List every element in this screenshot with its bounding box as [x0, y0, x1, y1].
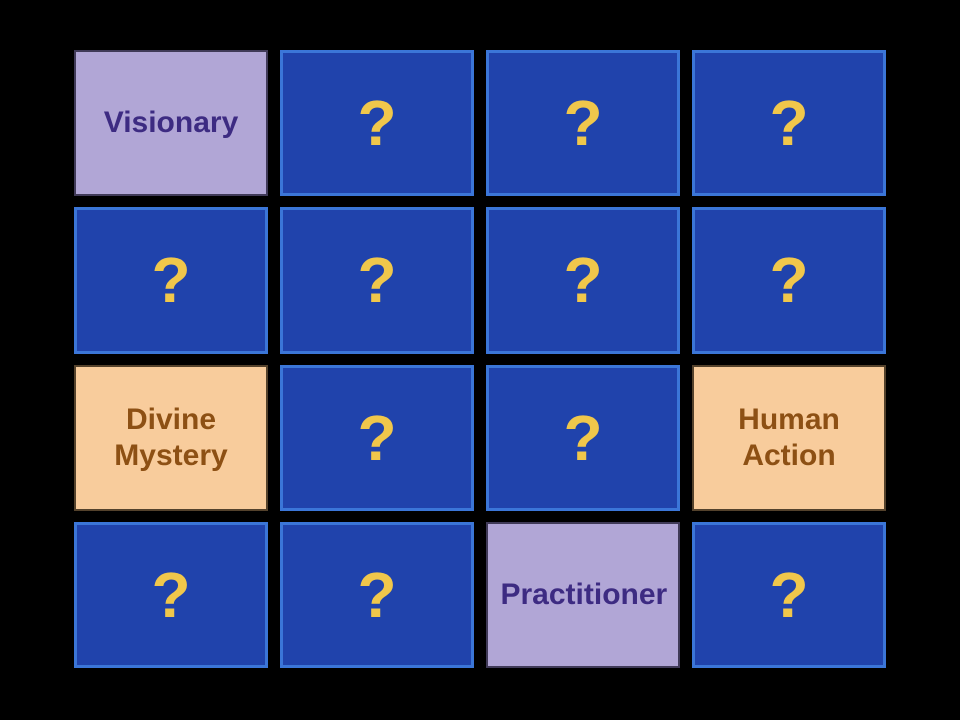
card-label: Human Action [738, 402, 840, 472]
card-r2c1-hidden[interactable]: ? [74, 207, 268, 354]
card-r4c4-hidden[interactable]: ? [692, 521, 886, 668]
card-r4c3-practitioner[interactable]: Practitioner [486, 521, 680, 668]
card-label: Divine Mystery [114, 402, 228, 472]
card-r2c4-hidden[interactable]: ? [692, 207, 886, 354]
card-r4c2-hidden[interactable]: ? [280, 521, 474, 668]
question-mark: ? [151, 558, 191, 631]
card-r3c3-hidden[interactable]: ? [486, 364, 680, 511]
question-mark: ? [769, 87, 809, 160]
question-mark: ? [769, 558, 809, 631]
question-mark: ? [563, 87, 603, 160]
card-r3c2-hidden[interactable]: ? [280, 364, 474, 511]
question-mark: ? [769, 244, 809, 317]
card-r4c1-hidden[interactable]: ? [74, 521, 268, 668]
card-r1c1-visionary[interactable]: Visionary [74, 50, 268, 197]
card-r3c1-divine-mystery[interactable]: Divine Mystery [74, 364, 268, 511]
card-r3c4-human-action[interactable]: Human Action [692, 364, 886, 511]
card-r1c3-hidden[interactable]: ? [486, 50, 680, 197]
card-r1c4-hidden[interactable]: ? [692, 50, 886, 197]
card-r2c2-hidden[interactable]: ? [280, 207, 474, 354]
card-r2c3-hidden[interactable]: ? [486, 207, 680, 354]
question-mark: ? [563, 244, 603, 317]
question-mark: ? [357, 244, 397, 317]
question-mark: ? [357, 401, 397, 474]
question-mark: ? [357, 558, 397, 631]
card-label: Visionary [103, 106, 239, 140]
card-label: Practitioner [500, 577, 668, 611]
question-mark: ? [151, 244, 191, 317]
game-board: Visionary ? ? ? ? ? ? ? Divine Mystery ?… [74, 50, 886, 668]
question-mark: ? [563, 401, 603, 474]
question-mark: ? [357, 87, 397, 160]
card-r1c2-hidden[interactable]: ? [280, 50, 474, 197]
